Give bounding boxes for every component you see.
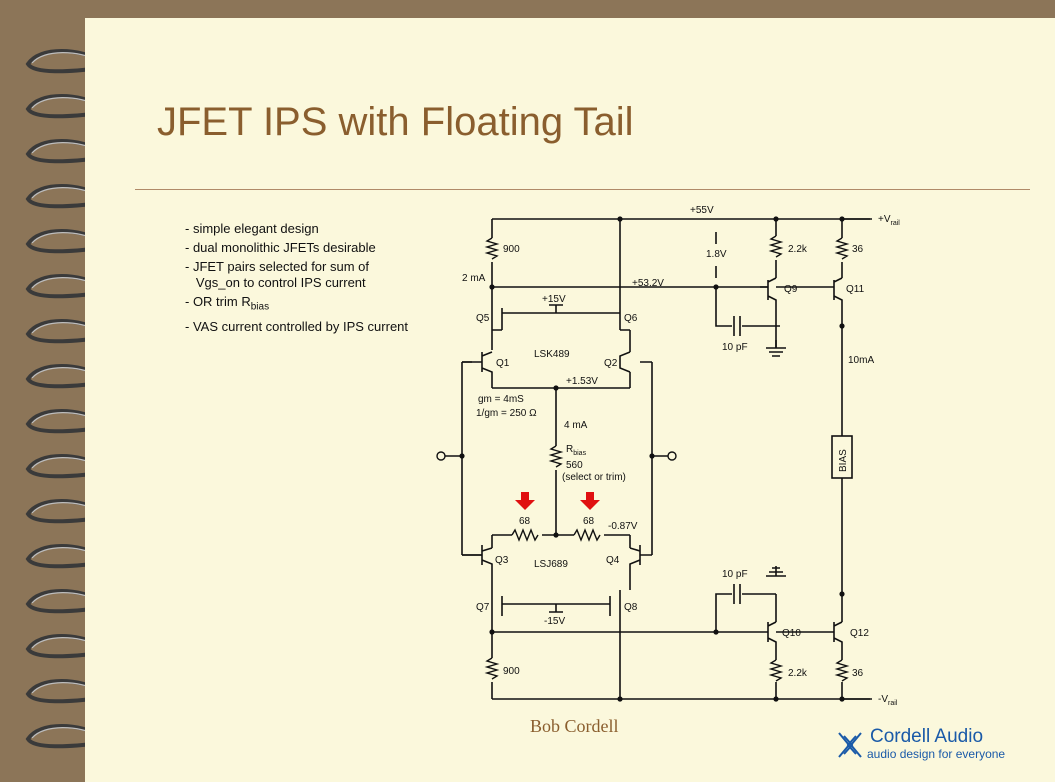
cordell-audio-logo: Cordell Audio audio design for everyone bbox=[835, 726, 1040, 766]
label-10pf-bot: 10 pF bbox=[722, 569, 748, 580]
bullet-item: - dual monolithic JFETs desirable bbox=[185, 240, 376, 255]
author-name: Bob Cordell bbox=[530, 716, 619, 736]
label-q11: Q11 bbox=[846, 284, 865, 295]
label-q7: Q7 bbox=[476, 602, 490, 613]
label-q5: Q5 bbox=[476, 313, 490, 324]
label-153v: +1.53V bbox=[566, 376, 598, 387]
resistor-zigzags bbox=[484, 235, 850, 682]
speaker-wave-icon bbox=[838, 732, 862, 758]
slide-title: JFET IPS with Floating Tail bbox=[157, 100, 634, 144]
label-18v: 1.8V bbox=[706, 249, 727, 260]
label-vrail-neg-text: -V bbox=[878, 694, 888, 705]
label-vrail-pos-text: +V bbox=[878, 214, 891, 225]
label-10pf-top: 10 pF bbox=[722, 342, 748, 353]
label-087v: -0.87V bbox=[608, 521, 638, 532]
label-4ma: 4 mA bbox=[564, 420, 588, 431]
bullet-item: - simple elegant design bbox=[185, 221, 319, 236]
label-10ma: 10mA bbox=[848, 355, 874, 366]
circuit-wires bbox=[445, 218, 872, 700]
label-q9: Q9 bbox=[784, 284, 798, 295]
label-r36-top: 36 bbox=[852, 244, 864, 255]
label-r900-bot: 900 bbox=[503, 666, 520, 677]
label-rbias-sub: bias bbox=[573, 450, 586, 457]
label-15v-pos: +15V bbox=[542, 294, 566, 305]
label-68-left: 68 bbox=[519, 516, 531, 527]
label-q4: Q4 bbox=[606, 555, 620, 566]
label-bias: BIAS bbox=[838, 449, 849, 472]
label-q12: Q12 bbox=[850, 628, 869, 639]
bullet-subscript: bias bbox=[250, 301, 270, 313]
bullet-text: - OR trim R bbox=[185, 294, 251, 309]
logo-tagline: audio design for everyone bbox=[867, 747, 1006, 761]
bullet-item: - JFET pairs selected for sum of Vgs_on … bbox=[185, 259, 369, 290]
input-terminals bbox=[436, 451, 677, 461]
trim-arrows bbox=[515, 492, 600, 510]
label-rbias: Rbias bbox=[566, 444, 587, 457]
label-lsj689: LSJ689 bbox=[534, 559, 568, 570]
label-q1: Q1 bbox=[496, 358, 510, 369]
label-gm: gm = 4mS bbox=[478, 394, 524, 405]
bullet-item: - VAS current controlled by IPS current bbox=[185, 318, 409, 334]
label-r36-bot: 36 bbox=[852, 668, 864, 679]
label-55v: +55V bbox=[690, 205, 714, 216]
label-q6: Q6 bbox=[624, 313, 638, 324]
label-select-trim: (select or trim) bbox=[562, 472, 626, 483]
label-2ma: 2 mA bbox=[462, 273, 486, 284]
label-560: 560 bbox=[566, 460, 583, 471]
label-vrail-neg: -Vrail bbox=[878, 694, 898, 707]
label-rbias-text: R bbox=[566, 444, 573, 455]
label-53v: +53.2V bbox=[632, 278, 664, 289]
title-divider bbox=[135, 189, 1030, 190]
label-r900-top: 900 bbox=[503, 244, 520, 255]
label-15v-neg: -15V bbox=[544, 616, 565, 627]
label-q2: Q2 bbox=[604, 358, 618, 369]
label-q3: Q3 bbox=[495, 555, 509, 566]
slide-page bbox=[85, 18, 1055, 782]
label-inv-gm: 1/gm = 250 Ω bbox=[476, 408, 537, 419]
bullet-item: - OR trim Rbias bbox=[185, 294, 408, 316]
node-dots bbox=[459, 216, 845, 702]
label-vrail-pos-sub: rail bbox=[891, 220, 901, 227]
label-r22k-top: 2.2k bbox=[788, 244, 808, 255]
label-vrail-pos: +Vrail bbox=[878, 214, 900, 227]
bullet-list: - simple elegant design - dual monolithi… bbox=[185, 221, 408, 338]
label-q10: Q10 bbox=[782, 628, 801, 639]
label-lsk489: LSK489 bbox=[534, 349, 570, 360]
label-q8: Q8 bbox=[624, 602, 638, 613]
label-r22k-bot: 2.2k bbox=[788, 668, 808, 679]
logo-name: Cordell Audio bbox=[870, 726, 984, 747]
label-vrail-neg-sub: rail bbox=[888, 700, 898, 707]
label-68-right: 68 bbox=[583, 516, 595, 527]
